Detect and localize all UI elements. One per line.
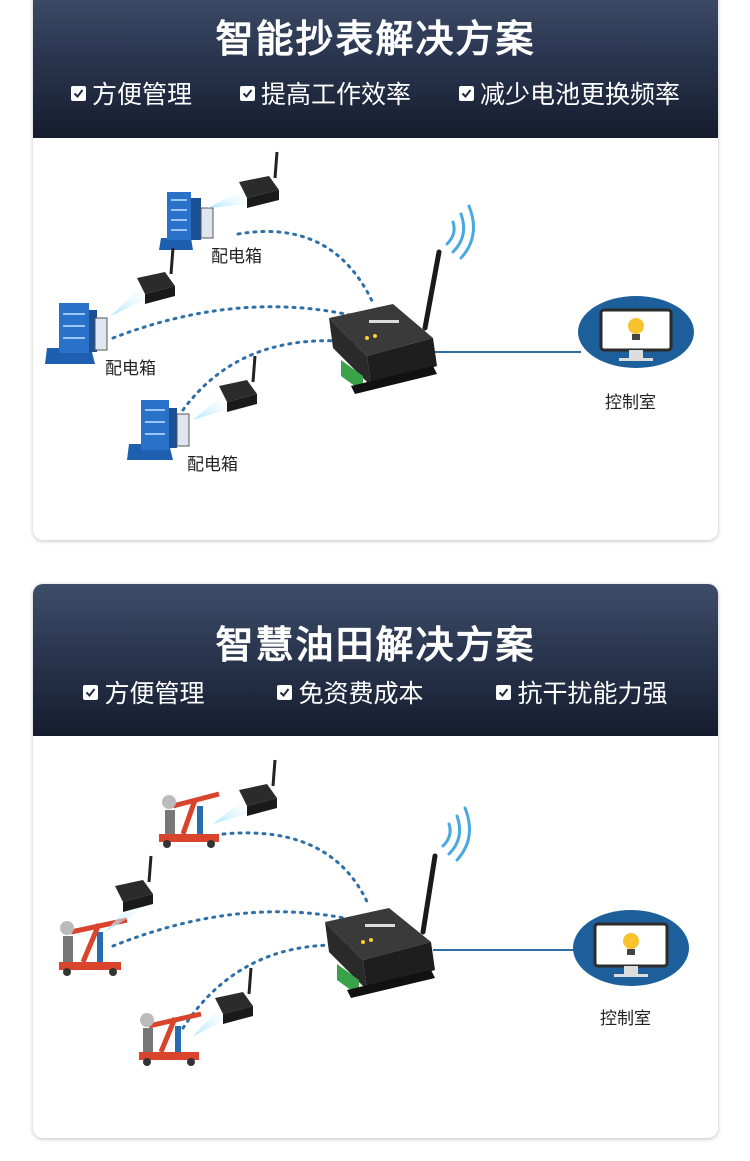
- site-label: 配电箱: [105, 359, 156, 379]
- signal-beam: [193, 1006, 229, 1036]
- radio-module-icon: [115, 855, 153, 912]
- radio-module-icon: [215, 967, 253, 1024]
- antenna-icon: [420, 853, 438, 935]
- signal-beam: [208, 190, 247, 208]
- check-icon: [239, 85, 255, 101]
- signal-beam: [193, 394, 231, 420]
- wireless-link: [181, 943, 360, 1030]
- feature-list: 方便管理 免资费成本 抗干扰能力强: [33, 674, 718, 710]
- panel-header: 智能抄表解决方案 方便管理 提高工作效率 减少电池更换频率: [33, 0, 718, 138]
- pump-jack-icon: [159, 791, 220, 848]
- feature-label: 抗干扰能力强: [517, 679, 668, 708]
- antenna-icon: [422, 249, 442, 331]
- control-room-label: 控制室: [605, 393, 656, 413]
- signal-beam: [111, 286, 149, 316]
- smart-meter-panel: 智能抄表解决方案 方便管理 提高工作效率 减少电池更换频率: [33, 0, 718, 540]
- pump-jack-icon: [139, 1011, 202, 1066]
- check-icon: [496, 684, 512, 700]
- wireless-link: [181, 339, 365, 412]
- building-icon: [159, 192, 214, 250]
- pump-jack-icon: [59, 917, 128, 976]
- wireless-link: [236, 229, 375, 305]
- feature-item: 免资费成本: [277, 674, 424, 710]
- check-icon: [83, 684, 99, 700]
- lightbulb-icon: [623, 933, 639, 955]
- feature-label: 减少电池更换频率: [479, 80, 680, 109]
- wireless-link: [111, 305, 365, 340]
- wireless-link: [111, 910, 360, 948]
- building-icon: [45, 303, 108, 364]
- panel-title: 智能抄表解决方案: [215, 17, 536, 61]
- site-label: 配电箱: [187, 455, 238, 475]
- feature-label: 提高工作效率: [260, 80, 411, 109]
- site-label: 配电箱: [211, 247, 262, 267]
- feature-item: 提高工作效率: [239, 75, 411, 111]
- feature-label: 免资费成本: [298, 679, 424, 708]
- panel-title: 智慧油田解决方案: [215, 623, 536, 667]
- radio-module-icon: [239, 151, 279, 208]
- feature-label: 方便管理: [104, 679, 205, 708]
- smart-oilfield-panel: 智慧油田解决方案 方便管理 免资费成本 抗干扰能力强: [33, 584, 718, 1138]
- network-diagram: 控制室: [59, 759, 689, 1066]
- panel-header: 智慧油田解决方案 方便管理 免资费成本 抗干扰能力强: [33, 584, 718, 736]
- wifi-signal-icon: [441, 806, 471, 862]
- feature-list: 方便管理 提高工作效率 减少电池更换频率: [33, 75, 718, 111]
- gateway-icon: [329, 304, 437, 394]
- check-icon: [277, 684, 293, 700]
- control-room-label: 控制室: [600, 1009, 651, 1029]
- radio-module-icon: [137, 247, 175, 304]
- feature-item: 方便管理: [83, 674, 205, 710]
- signal-beam: [213, 798, 253, 824]
- gateway-icon: [325, 908, 435, 998]
- feature-item: 减少电池更换频率: [458, 75, 680, 111]
- radio-module-icon: [239, 759, 277, 816]
- feature-item: 抗干扰能力强: [496, 674, 668, 710]
- network-diagram: 配电箱 配电箱: [45, 151, 694, 475]
- building-icon: [127, 400, 190, 460]
- wireless-link: [221, 831, 371, 908]
- lightbulb-icon: [628, 318, 644, 340]
- check-icon: [70, 85, 86, 101]
- wifi-signal-icon: [445, 204, 475, 260]
- feature-item: 方便管理: [70, 75, 192, 111]
- check-icon: [458, 85, 474, 101]
- feature-label: 方便管理: [91, 80, 192, 109]
- radio-module-icon: [219, 355, 257, 412]
